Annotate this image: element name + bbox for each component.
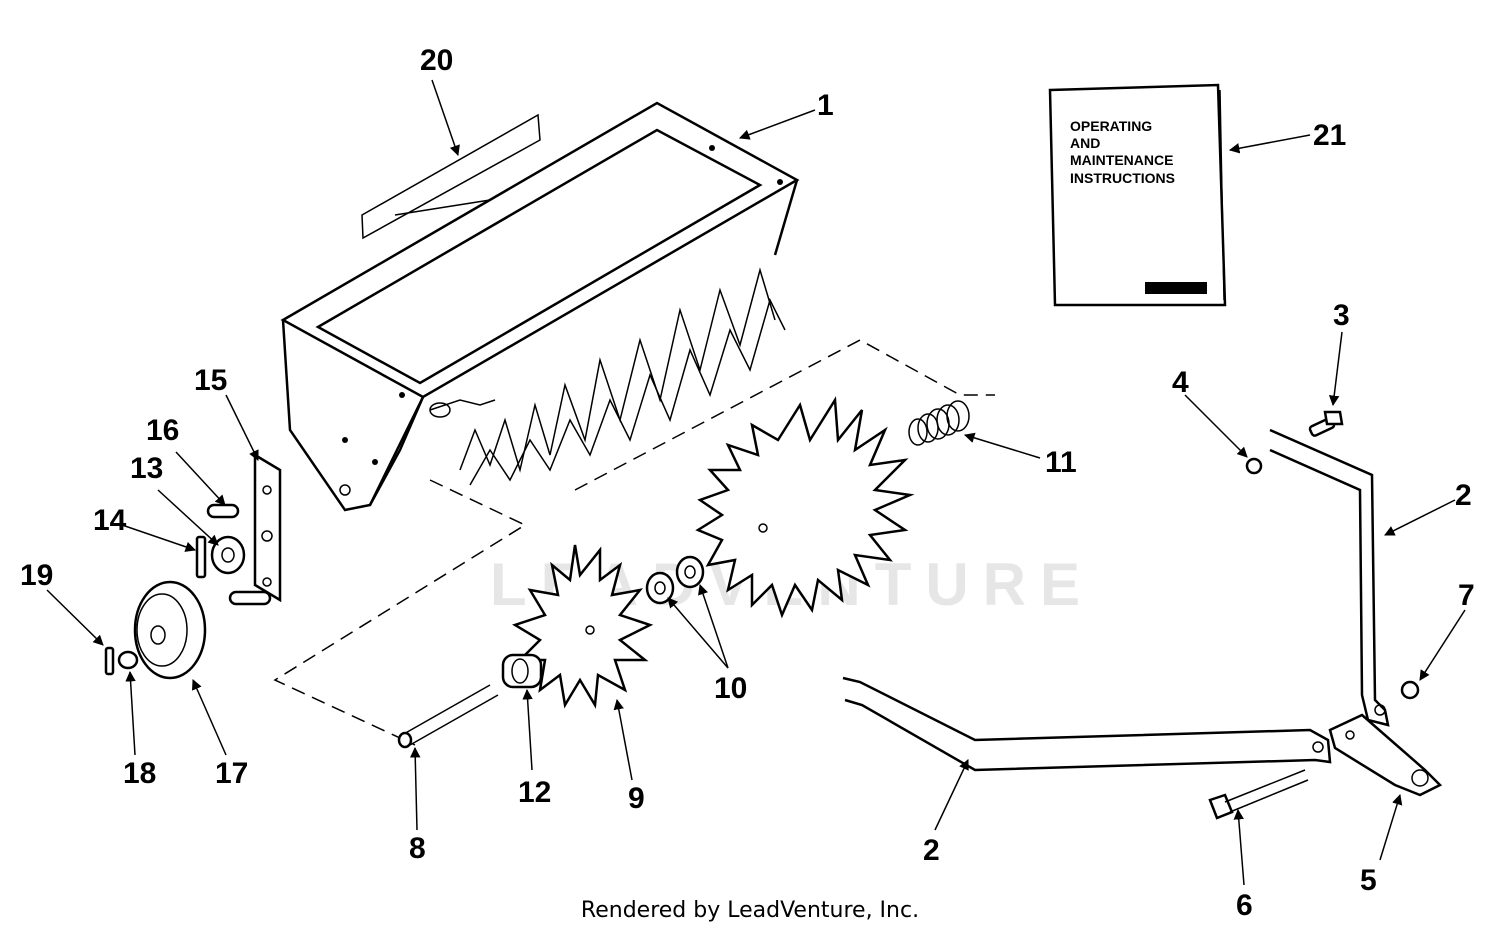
callout-11: 11 bbox=[1045, 446, 1077, 479]
callout-5: 5 bbox=[1360, 864, 1377, 897]
bracket-part bbox=[253, 452, 282, 603]
assembly-line bbox=[273, 339, 995, 746]
callout-10: 10 bbox=[714, 672, 747, 705]
tine-roller-assembly bbox=[429, 267, 786, 486]
leader-lines bbox=[46, 79, 1466, 886]
callout-19: 19 bbox=[20, 559, 53, 592]
callout-20: 20 bbox=[420, 44, 453, 77]
callout-14: 14 bbox=[93, 504, 127, 537]
small-tine-wheel bbox=[512, 544, 654, 709]
large-tine-wheel bbox=[695, 396, 915, 619]
callout-17: 17 bbox=[215, 757, 248, 790]
callout-9: 9 bbox=[628, 782, 645, 815]
manual-line-1: OPERATING bbox=[1070, 118, 1152, 134]
pin-washer-group bbox=[195, 503, 272, 606]
washer-cotter-group bbox=[104, 646, 139, 676]
callout-12: 12 bbox=[518, 776, 551, 809]
manual-book: OPERATING AND MAINTENANCE INSTRUCTIONS bbox=[1048, 83, 1227, 307]
axle-part bbox=[397, 684, 499, 749]
callout-7: 7 bbox=[1458, 579, 1475, 612]
callout-16: 16 bbox=[146, 414, 179, 447]
callout-4: 4 bbox=[1172, 366, 1189, 399]
callout-3: 3 bbox=[1333, 299, 1350, 332]
callout-15: 15 bbox=[194, 364, 227, 397]
nut-part bbox=[1400, 680, 1420, 700]
decal-part bbox=[361, 113, 541, 240]
callout-6: 6 bbox=[1236, 889, 1253, 922]
callout-21: 21 bbox=[1313, 119, 1346, 152]
manual-line-3: MAINTENANCE bbox=[1070, 152, 1173, 168]
upright-bar-part bbox=[1269, 428, 1390, 727]
callout-2-bottom: 2 bbox=[923, 834, 940, 867]
hopper-part bbox=[280, 101, 800, 512]
bolt-lower-part bbox=[1208, 769, 1309, 820]
manual-line-2: AND bbox=[1070, 135, 1100, 151]
wheel-part bbox=[133, 580, 207, 680]
callout-8: 8 bbox=[409, 832, 426, 865]
lower-bar-part bbox=[842, 676, 1332, 772]
callout-13: 13 bbox=[130, 452, 163, 485]
bushing-part bbox=[501, 653, 543, 689]
spacer-part bbox=[645, 555, 705, 605]
callout-2-top: 2 bbox=[1455, 479, 1472, 512]
callout-18: 18 bbox=[123, 757, 156, 790]
spring-part bbox=[908, 400, 970, 446]
callout-1: 1 bbox=[817, 89, 834, 122]
bolt-nut-top-group bbox=[1245, 410, 1344, 475]
footer-credit: Rendered by LeadVenture, Inc. bbox=[580, 898, 920, 923]
hitch-part bbox=[1328, 713, 1443, 797]
callout-labels: 1 20 21 3 4 2 11 7 5 6 2 10 9 12 8 17 18… bbox=[20, 44, 1475, 922]
manual-line-4: INSTRUCTIONS bbox=[1070, 170, 1175, 186]
